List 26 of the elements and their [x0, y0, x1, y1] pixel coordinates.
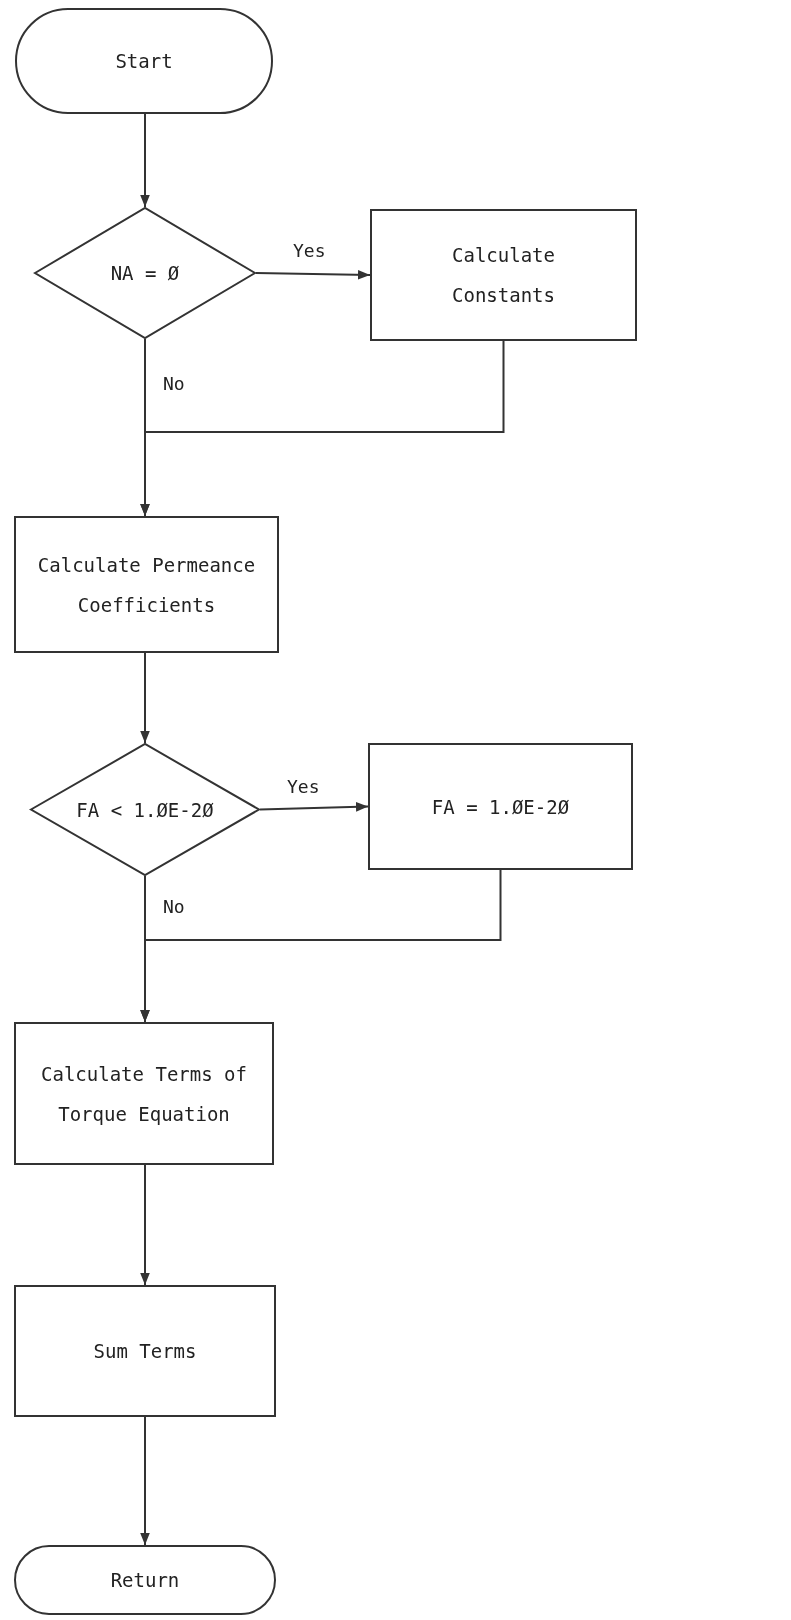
arrow	[140, 652, 150, 744]
node-label: Calculate Constants	[451, 243, 556, 308]
node-label: FA = 1.ØE-2Ø	[430, 794, 571, 820]
node-label: Return	[109, 1568, 181, 1593]
arrow	[140, 1416, 150, 1546]
arrow	[255, 270, 371, 280]
arrow	[259, 802, 369, 812]
process-box	[14, 1022, 274, 1165]
arrow	[140, 869, 502, 1023]
process-box	[14, 516, 279, 653]
terminal-shape	[15, 8, 273, 114]
arrow	[140, 340, 505, 517]
node-label: Calculate Terms of Torque Equation	[40, 1061, 248, 1127]
node-label: Calculate Permeance Coefficients	[36, 552, 257, 618]
decision-diamond	[34, 207, 256, 339]
node-label: Start	[114, 49, 174, 74]
decision-diamond	[30, 743, 260, 876]
process-box	[14, 1285, 276, 1417]
arrow	[140, 113, 150, 208]
node-label: NA = Ø	[109, 261, 181, 286]
arrow	[140, 1164, 150, 1286]
process-box	[370, 209, 637, 341]
terminal-shape	[14, 1545, 276, 1615]
node-label: Sum Terms	[92, 1339, 198, 1364]
node-label: FA < 1.ØE-2Ø	[75, 797, 215, 823]
process-box	[368, 743, 633, 870]
